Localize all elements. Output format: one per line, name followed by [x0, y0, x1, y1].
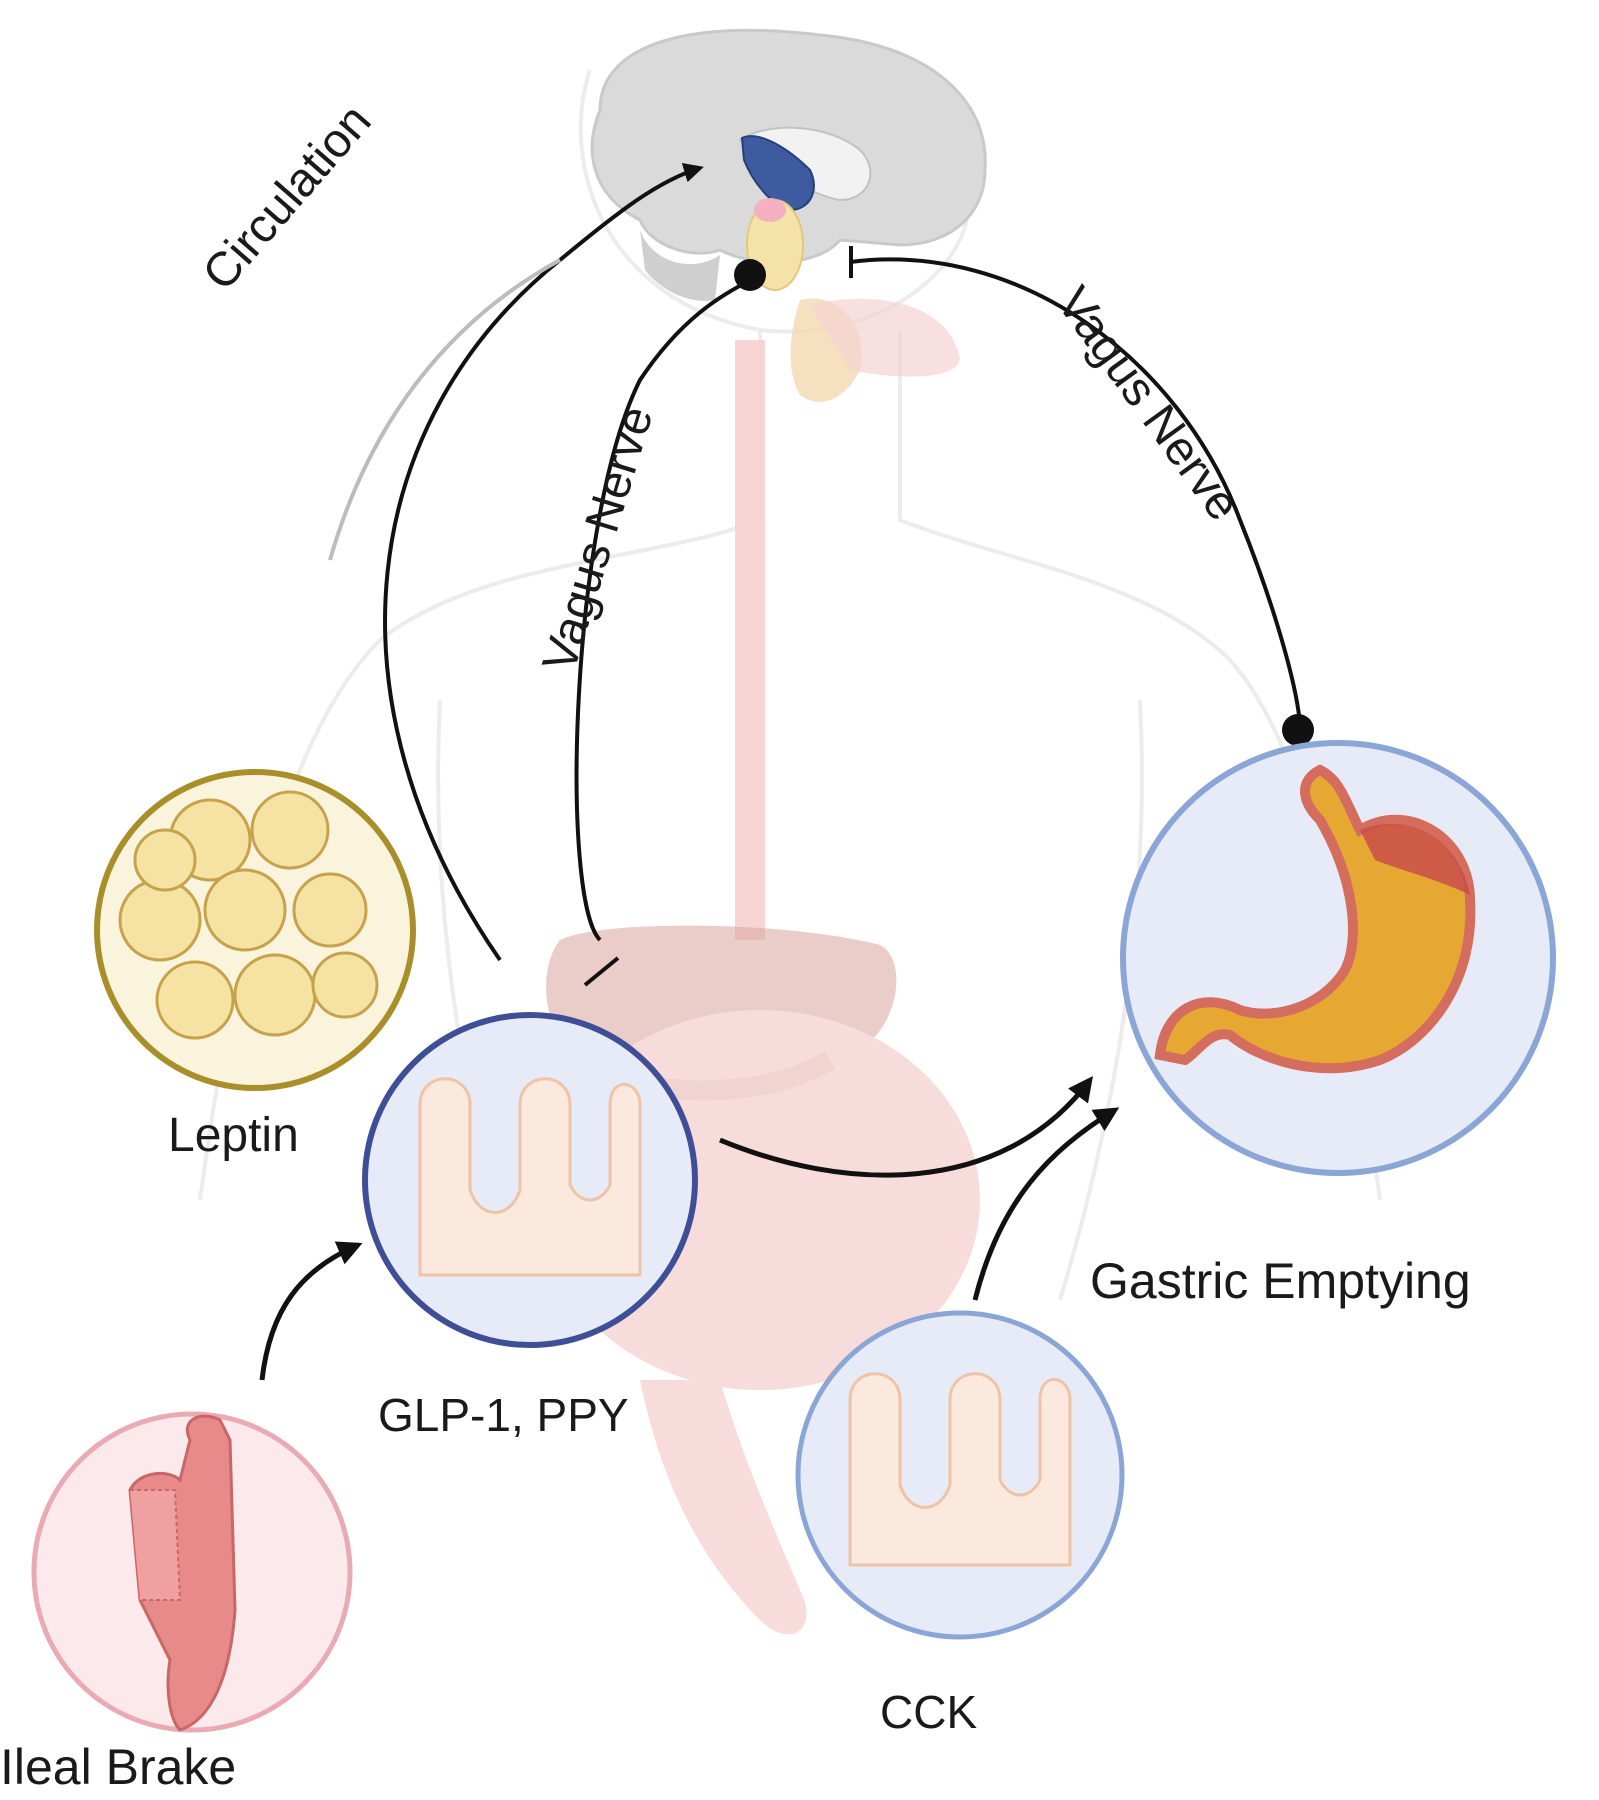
cck-villi-circle — [795, 1310, 1125, 1640]
circulation-arrow — [328, 163, 704, 962]
glp1-to-stomach-arrow — [719, 1076, 1094, 1178]
leptin-label: Leptin — [168, 1109, 299, 1162]
leptin-adipocytes-circle — [94, 769, 416, 1091]
glp1-villi-circle — [362, 1012, 698, 1348]
ileal-brake-label: Ileal Brake — [0, 1739, 237, 1795]
ileal-to-glp1-arrow — [259, 1241, 363, 1381]
vagus-right-node — [1282, 714, 1314, 746]
vagus-right-connection — [849, 246, 1314, 746]
brain-illustration — [590, 28, 987, 402]
hypothalamus-blue — [740, 135, 815, 212]
vagus-left-node — [734, 259, 766, 291]
stomach-circle — [1120, 740, 1556, 1176]
glp1-ppy-label: GLP-1, PPY — [378, 1389, 629, 1441]
gastric-emptying-label: Gastric Emptying — [1090, 1253, 1471, 1309]
cck-label: CCK — [880, 1686, 978, 1738]
cck-to-stomach-arrow — [972, 1107, 1120, 1301]
vagus-left-connection — [574, 259, 766, 987]
ileal-brake-circle — [31, 1411, 353, 1733]
